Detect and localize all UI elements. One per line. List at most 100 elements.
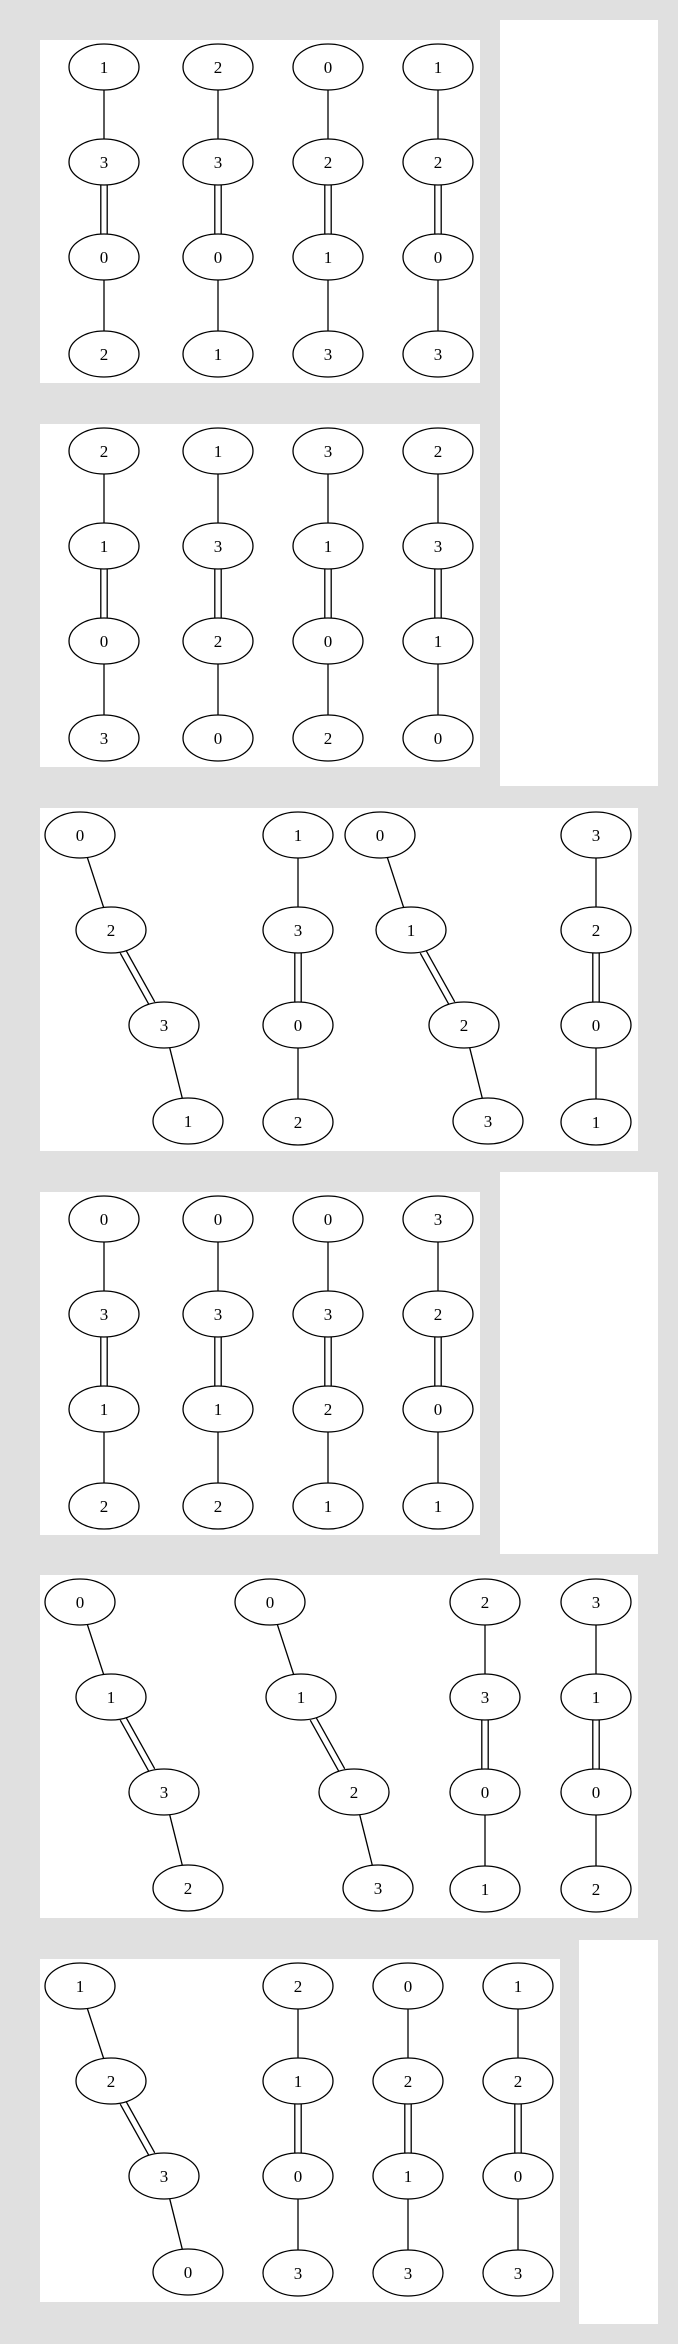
node-ellipse xyxy=(402,617,474,665)
graph-node: 2 xyxy=(292,138,364,186)
edge-1 xyxy=(276,1624,295,1675)
node-ellipse xyxy=(292,714,364,762)
node-ellipse xyxy=(375,906,447,954)
graph-node: 1 xyxy=(402,1482,474,1530)
node-label: 1 xyxy=(100,58,109,77)
graph-node: 2 xyxy=(262,1098,334,1146)
node-ellipse xyxy=(44,811,116,859)
node-label: 0 xyxy=(324,1210,333,1229)
graph-node: 0 xyxy=(152,2248,224,2296)
graph-panel-2 xyxy=(40,424,480,767)
node-ellipse xyxy=(182,1482,254,1530)
node-ellipse xyxy=(68,522,140,570)
node-ellipse xyxy=(402,427,474,475)
graph-node: 2 xyxy=(482,2057,554,2105)
edge-1 xyxy=(86,857,105,908)
double-edge-2-1 xyxy=(125,2100,156,2154)
graph-node: 3 xyxy=(342,1864,414,1912)
node-ellipse xyxy=(482,2152,554,2200)
graph-node: 3 xyxy=(560,811,632,859)
node-label: 3 xyxy=(214,537,223,556)
node-label: 0 xyxy=(481,1783,490,1802)
graph-node: 2 xyxy=(292,714,364,762)
node-ellipse xyxy=(560,811,632,859)
node-ellipse xyxy=(560,1865,632,1913)
node-label: 3 xyxy=(100,1305,109,1324)
edge-1 xyxy=(86,2008,105,2059)
graph-node: 0 xyxy=(560,1001,632,1049)
node-ellipse xyxy=(182,1290,254,1338)
node-ellipse xyxy=(75,2057,147,2105)
node-ellipse xyxy=(560,1578,632,1626)
node-ellipse xyxy=(128,1768,200,1816)
node-ellipse xyxy=(182,1385,254,1433)
node-label: 0 xyxy=(76,1593,85,1612)
node-label: 2 xyxy=(514,2072,523,2091)
graph-node: 1 xyxy=(182,427,254,475)
edge-3 xyxy=(169,2198,183,2250)
node-label: 1 xyxy=(214,442,223,461)
node-label: 3 xyxy=(100,729,109,748)
node-label: 1 xyxy=(214,345,223,364)
node-label: 3 xyxy=(294,2264,303,2283)
node-label: 1 xyxy=(297,1688,306,1707)
node-label: 0 xyxy=(76,826,85,845)
node-ellipse xyxy=(68,617,140,665)
node-ellipse xyxy=(342,1864,414,1912)
graph-node: 3 xyxy=(560,1578,632,1626)
graph-node: 1 xyxy=(292,233,364,281)
graph-node: 1 xyxy=(372,2152,444,2200)
node-ellipse xyxy=(318,1768,390,1816)
node-label: 2 xyxy=(324,153,333,172)
double-edge-2-1 xyxy=(125,949,156,1003)
graph-node: 0 xyxy=(402,233,474,281)
node-ellipse xyxy=(182,1195,254,1243)
node-label: 2 xyxy=(460,1016,469,1035)
node-label: 2 xyxy=(107,2072,116,2091)
double-edge-2-2 xyxy=(119,1719,150,1773)
graph-node: 0 xyxy=(68,1195,140,1243)
node-label: 3 xyxy=(294,921,303,940)
node-ellipse xyxy=(402,522,474,570)
graph-node: 1 xyxy=(449,1865,521,1913)
node-label: 2 xyxy=(214,1497,223,1516)
graph-node: 1 xyxy=(182,1385,254,1433)
graph-node: 1 xyxy=(402,617,474,665)
node-label: 0 xyxy=(214,1210,223,1229)
node-ellipse xyxy=(44,1578,116,1626)
node-label: 1 xyxy=(324,537,333,556)
node-label: 1 xyxy=(294,2072,303,2091)
node-ellipse xyxy=(262,906,334,954)
node-label: 2 xyxy=(100,345,109,364)
graph-node: 0 xyxy=(44,1578,116,1626)
node-ellipse xyxy=(128,2152,200,2200)
node-label: 3 xyxy=(160,2167,169,2186)
graph-node: 3 xyxy=(372,2249,444,2297)
node-ellipse xyxy=(292,1482,364,1530)
node-ellipse xyxy=(560,1098,632,1146)
node-label: 1 xyxy=(434,1497,443,1516)
graph-node: 1 xyxy=(560,1673,632,1721)
graph-node: 1 xyxy=(292,1482,364,1530)
graph-node: 1 xyxy=(292,522,364,570)
graph-node: 2 xyxy=(292,1385,364,1433)
node-ellipse xyxy=(262,2152,334,2200)
graph-node: 2 xyxy=(262,1962,334,2010)
edge-3 xyxy=(469,1047,483,1099)
graph-node: 3 xyxy=(452,1097,524,1145)
node-label: 2 xyxy=(294,1977,303,1996)
node-label: 2 xyxy=(434,153,443,172)
graph-node: 3 xyxy=(68,1290,140,1338)
graph-node: 0 xyxy=(344,811,416,859)
graph-node: 3 xyxy=(182,138,254,186)
node-label: 1 xyxy=(407,921,416,940)
node-ellipse xyxy=(68,1385,140,1433)
